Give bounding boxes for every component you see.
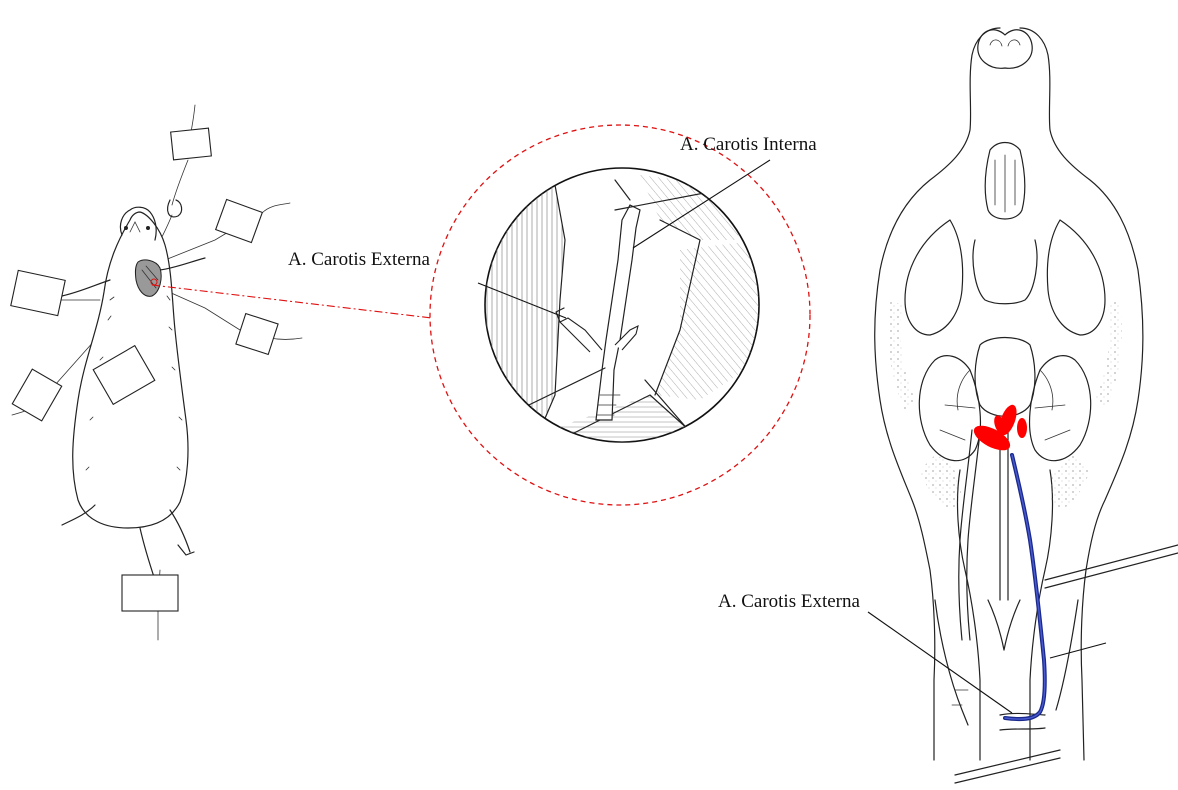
rat-illustration — [11, 105, 302, 640]
blue-filament — [1005, 455, 1045, 719]
tape-tail — [122, 575, 178, 611]
label-carotis-interna: A. Carotis Interna — [680, 134, 817, 155]
callout-line — [152, 285, 432, 318]
tape-left-upper — [11, 270, 65, 315]
label-carotis-externa-magnified: A. Carotis Externa — [288, 249, 431, 270]
leader-carotis-externa-brain — [868, 612, 1012, 713]
tape-top — [171, 128, 212, 160]
tape-right-upper — [216, 199, 263, 242]
label-carotis-externa-brain: A. Carotis Externa — [718, 591, 861, 612]
leader-filament — [1050, 643, 1106, 658]
tape-right-lower — [236, 314, 278, 355]
magnified-view: A. Carotis Interna A. Carotis Externa — [288, 125, 817, 505]
